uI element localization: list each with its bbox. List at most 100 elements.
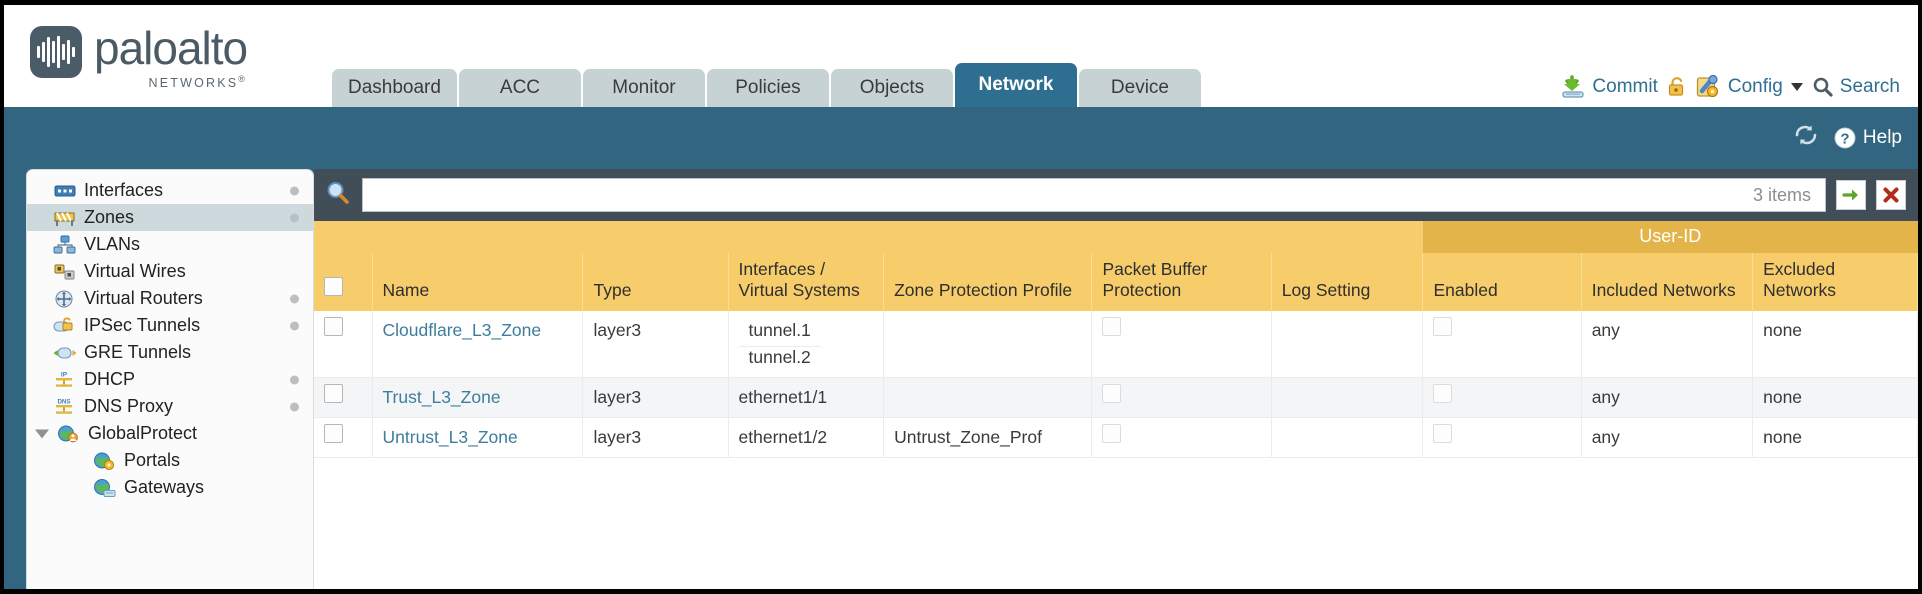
search-row: 3 items: [314, 169, 1918, 221]
sidebar-item-gateways[interactable]: Gateways: [27, 474, 313, 501]
sidebar-item-portals[interactable]: Portals: [27, 447, 313, 474]
tab-monitor[interactable]: Monitor: [582, 69, 705, 107]
column-header-packet-buffer-protection[interactable]: Packet Buffer Protection: [1091, 252, 1272, 311]
cell-type: layer3: [582, 377, 729, 419]
cell-zone-protection-profile: [883, 310, 1093, 378]
search-field[interactable]: 3 items: [362, 178, 1826, 212]
column-header-zone-protection-profile[interactable]: Zone Protection Profile: [883, 252, 1093, 311]
select-all-header: [314, 252, 373, 311]
column-header-excluded-networks[interactable]: Excluded Networks: [1752, 252, 1918, 311]
column-header-name[interactable]: Name: [372, 252, 584, 311]
items-count-label: 3 items: [1752, 184, 1811, 205]
zones-icon: [53, 208, 77, 228]
sidebar-item-vlans[interactable]: VLANs: [27, 231, 313, 258]
top-header: paloalto NETWORKS® Dashboard ACC Monitor…: [4, 5, 1918, 107]
userid-enabled-checkbox[interactable]: [1433, 424, 1453, 444]
cell-interfaces: tunnel.1 tunnel.2: [728, 310, 885, 378]
search-button[interactable]: Search: [1812, 76, 1900, 98]
packet-buffer-protection-checkbox[interactable]: [1102, 316, 1122, 336]
sidebar-item-interfaces[interactable]: Interfaces: [27, 177, 313, 204]
virtual-routers-icon: [53, 289, 77, 309]
refresh-button[interactable]: [1793, 123, 1819, 153]
sidebar-item-label: Virtual Wires: [84, 261, 186, 281]
virtual-wires-icon: [53, 262, 77, 282]
brand-tagline: NETWORKS®: [148, 74, 248, 91]
sidebar-item-globalprotect[interactable]: GlobalProtect: [27, 420, 313, 447]
cell-userid-enabled: [1422, 377, 1582, 419]
interface-entry: tunnel.2: [748, 346, 811, 367]
top-actions: Commit Config: [1560, 75, 1900, 99]
sidebar-item-label: IPSec Tunnels: [84, 315, 201, 335]
table-row[interactable]: Cloudflare_L3_Zone layer3 tunnel.1 tunne…: [314, 310, 1918, 378]
zone-name-link[interactable]: Untrust_L3_Zone: [382, 427, 518, 448]
interface-entry: tunnel.1: [738, 313, 821, 347]
userid-enabled-checkbox[interactable]: [1433, 383, 1453, 403]
row-checkbox[interactable]: [324, 424, 343, 444]
help-button[interactable]: ? Help: [1833, 126, 1902, 150]
tab-device[interactable]: Device: [1078, 69, 1201, 107]
cell-name: Cloudflare_L3_Zone: [372, 310, 584, 378]
packet-buffer-protection-checkbox[interactable]: [1102, 383, 1122, 403]
table-row[interactable]: Trust_L3_Zone layer3 ethernet1/1: [314, 377, 1918, 419]
cell-userid-enabled: [1422, 417, 1582, 459]
tab-acc[interactable]: ACC: [458, 69, 581, 107]
sidebar-item-virtual-wires[interactable]: Virtual Wires: [27, 258, 313, 285]
interfaces-icon: [53, 181, 77, 201]
cell-packet-buffer-protection: [1091, 377, 1272, 419]
sidebar-item-label: DHCP: [84, 369, 136, 389]
search-input[interactable]: [373, 184, 1753, 206]
column-header-included-networks[interactable]: Included Networks: [1581, 252, 1754, 311]
cell-log-setting: [1271, 377, 1424, 419]
body-area: Interfaces Zones VLANs Vir: [4, 169, 1918, 589]
cell-excluded-networks: none: [1752, 310, 1918, 378]
network-sidebar: Interfaces Zones VLANs Vir: [26, 169, 314, 589]
column-header-log-setting[interactable]: Log Setting: [1271, 252, 1424, 311]
close-icon: [1883, 187, 1899, 203]
column-header-interfaces[interactable]: Interfaces / Virtual Systems: [728, 252, 885, 311]
table-group-header-row: User-ID: [314, 221, 1918, 253]
config-menu[interactable]: Config: [1696, 75, 1803, 99]
sidebar-item-dhcp[interactable]: IP DHCP: [27, 366, 313, 393]
ipsec-tunnels-icon: [53, 316, 77, 336]
tab-policies[interactable]: Policies: [706, 69, 829, 107]
search-label: Search: [1839, 76, 1900, 97]
sub-header-band: ? Help: [4, 107, 1918, 169]
commit-icon: [1562, 75, 1585, 98]
apply-filter-button[interactable]: [1836, 180, 1866, 210]
row-checkbox[interactable]: [324, 383, 343, 403]
column-header-enabled[interactable]: Enabled: [1422, 252, 1582, 311]
status-dot: [290, 294, 299, 303]
clear-filter-button[interactable]: [1876, 180, 1906, 210]
sidebar-item-label: Portals: [124, 450, 181, 470]
cell-excluded-networks: none: [1752, 377, 1918, 419]
sidebar-item-ipsec-tunnels[interactable]: IPSec Tunnels: [27, 312, 313, 339]
row-checkbox[interactable]: [324, 316, 343, 336]
zone-name-link[interactable]: Cloudflare_L3_Zone: [382, 319, 542, 340]
sidebar-item-virtual-routers[interactable]: Virtual Routers: [27, 285, 313, 312]
userid-enabled-checkbox[interactable]: [1433, 316, 1453, 336]
sidebar-item-zones[interactable]: Zones: [27, 204, 313, 231]
table-row[interactable]: Untrust_L3_Zone layer3 ethernet1/2 Untru…: [314, 417, 1918, 459]
tab-network[interactable]: Network: [954, 63, 1077, 107]
vlans-icon: [53, 235, 77, 255]
tab-objects[interactable]: Objects: [830, 69, 953, 107]
sidebar-item-dns-proxy[interactable]: DNS DNS Proxy: [27, 393, 313, 420]
sidebar-item-gre-tunnels[interactable]: GRE Tunnels: [27, 339, 313, 366]
select-all-checkbox[interactable]: [324, 277, 343, 297]
cell-packet-buffer-protection: [1091, 417, 1272, 459]
expander-triangle-icon[interactable]: [35, 429, 49, 438]
tab-dashboard[interactable]: Dashboard: [332, 69, 457, 107]
sidebar-item-label: GRE Tunnels: [84, 342, 192, 362]
help-label: Help: [1862, 127, 1902, 148]
zone-name-link[interactable]: Trust_L3_Zone: [382, 386, 501, 407]
column-header-type[interactable]: Type: [582, 252, 729, 311]
group-header-spacer: [314, 221, 1424, 253]
cell-zone-protection-profile: Untrust_Zone_Prof: [883, 417, 1093, 459]
search-magnifier-icon[interactable]: [324, 179, 352, 212]
commit-button[interactable]: Commit: [1560, 75, 1658, 99]
packet-buffer-protection-checkbox[interactable]: [1102, 424, 1122, 444]
zones-content-panel: 3 items: [314, 169, 1918, 589]
chevron-down-icon[interactable]: [1790, 83, 1803, 91]
lock-button[interactable]: [1667, 75, 1687, 99]
